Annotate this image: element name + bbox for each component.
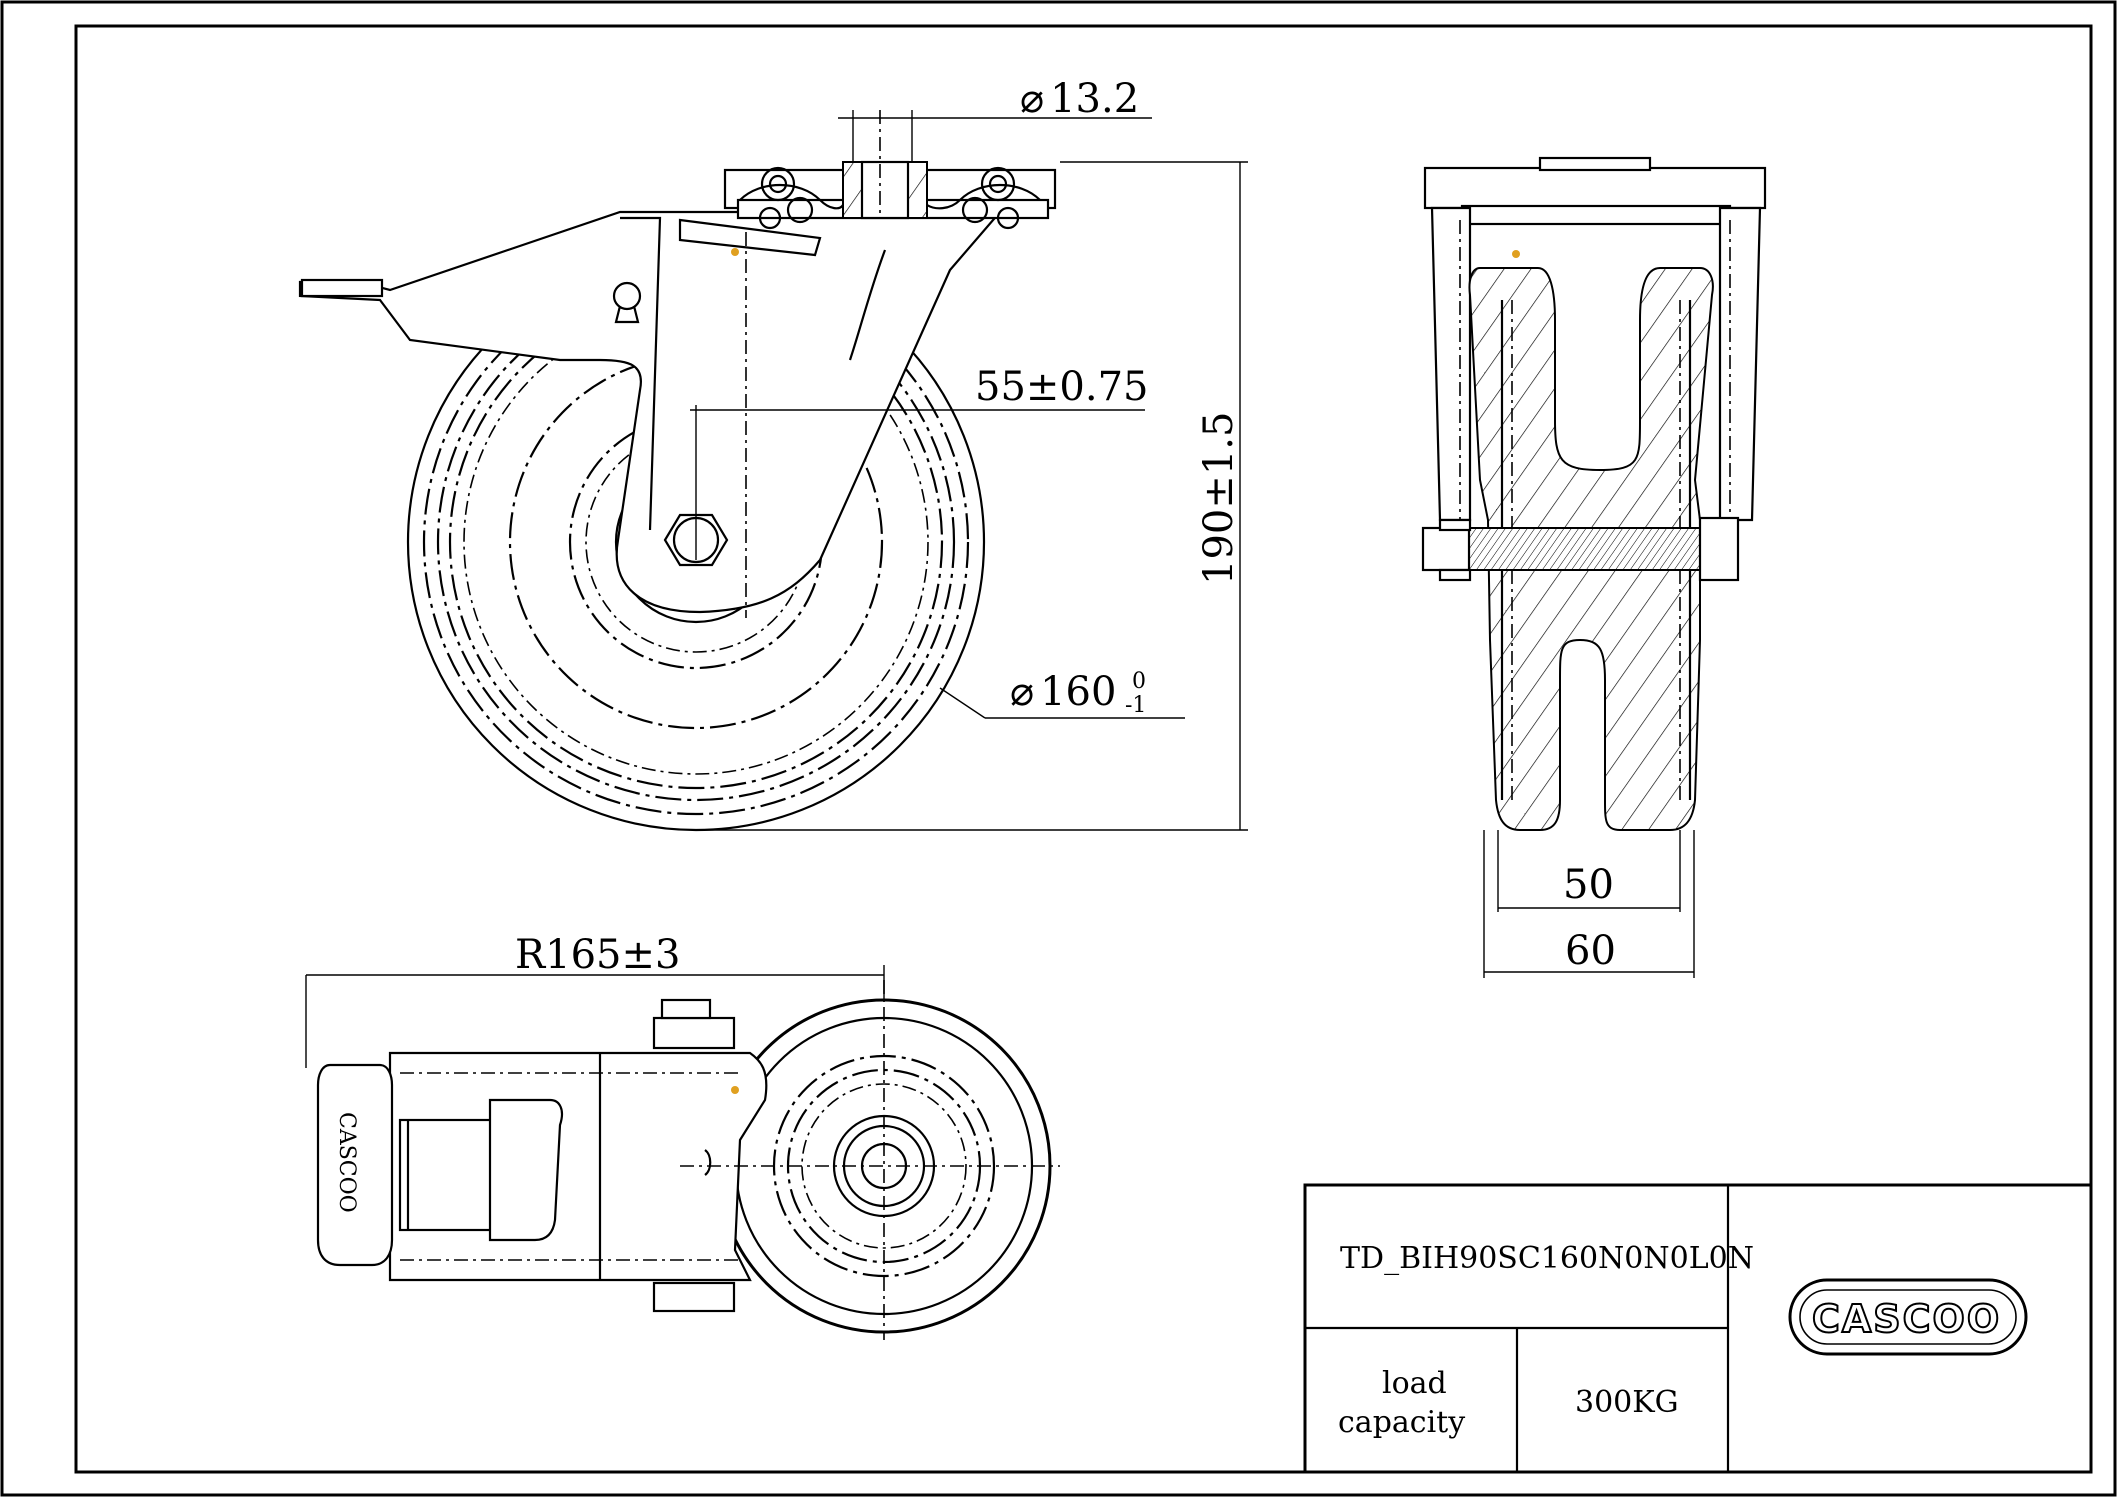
dim-overall-height: 190±1.5	[1196, 412, 1242, 585]
svg-text:-1: -1	[1125, 693, 1146, 718]
axle-bolt	[1422, 527, 1739, 571]
dim-bolt-hole: ⌀13.2	[1020, 76, 1139, 122]
dim-tread-width: 50	[1563, 862, 1614, 908]
dim-wheel-diameter: ⌀160	[1010, 669, 1116, 715]
front-fork	[1430, 206, 1472, 522]
cascoo-pedal-logo	[316, 1063, 394, 1267]
load-label-line2: capacity	[1338, 1405, 1465, 1440]
dim-wheel-width: 60	[1565, 928, 1616, 974]
title-block: TD_BIH90SC160N0N0L0N load capacity 300KG…	[1303, 1183, 2093, 1474]
svg-text:0: 0	[1132, 669, 1146, 694]
svg-text:CASCOO: CASCOO	[334, 1112, 359, 1213]
side-view: ⌀13.2 55±0.75 190±1.5 ⌀160 0 -1	[298, 76, 1248, 832]
front-view: 50 60	[1421, 156, 1767, 978]
inner-border	[74, 24, 2093, 1474]
dim-swivel-radius: R165±3	[515, 932, 680, 978]
svg-text:CASCOO: CASCOO	[1812, 1297, 2001, 1341]
load-value: 300KG	[1575, 1385, 1679, 1420]
brake-pedal	[300, 278, 384, 298]
part-number: TD_BIH90SC160N0N0L0N	[1340, 1241, 1754, 1276]
keyhole	[612, 281, 642, 311]
front-top-plate	[1423, 166, 1767, 210]
top-view: CASCOO R165±3	[305, 932, 1060, 1340]
cascoo-logo: CASCOO	[1788, 1278, 2028, 1356]
load-label-line1: load	[1382, 1366, 1447, 1401]
fork-arm	[298, 210, 1003, 614]
dim-swivel-offset: 55±0.75	[975, 364, 1148, 410]
